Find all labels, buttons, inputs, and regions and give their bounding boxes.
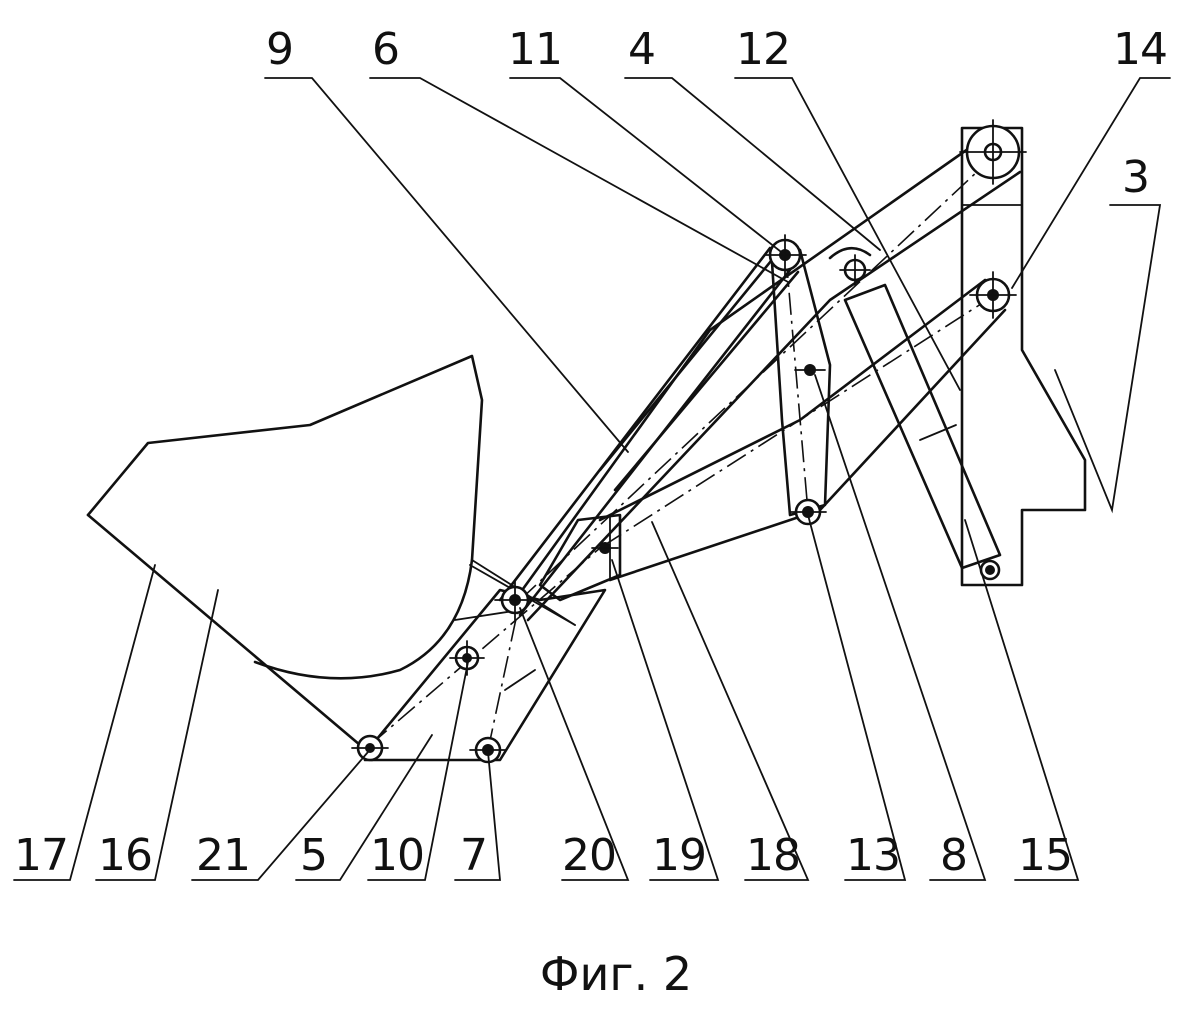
pin-20 — [494, 579, 536, 621]
label-9: 9 — [266, 24, 293, 75]
label-10: 10 — [370, 830, 424, 881]
label-20: 20 — [562, 830, 616, 881]
link-6 — [598, 248, 800, 492]
label-11: 11 — [508, 24, 562, 75]
pin-cylinder-base — [979, 559, 1001, 581]
labels-bottom: 17 16 21 5 10 7 20 19 18 13 8 15 — [14, 830, 1073, 881]
pin-19 — [591, 542, 619, 554]
pin-13 — [789, 498, 827, 526]
label-6: 6 — [372, 24, 399, 75]
rod-9 — [498, 246, 792, 617]
figure-caption: Фиг. 2 — [540, 947, 692, 1001]
leader-lines-top — [264, 77, 1171, 514]
bucket-link-5 — [363, 547, 607, 762]
pin-top-frame — [959, 119, 1027, 185]
label-16: 16 — [98, 830, 152, 881]
labels-top: 9 6 11 4 12 14 3 — [266, 24, 1168, 203]
label-7: 7 — [460, 830, 487, 881]
frame-3 — [960, 126, 1087, 587]
pin-14 — [969, 271, 1017, 319]
label-14: 14 — [1113, 24, 1167, 75]
boom-4 — [513, 128, 1022, 622]
label-15: 15 — [1018, 830, 1072, 881]
pin-8 — [794, 364, 826, 376]
label-3: 3 — [1122, 152, 1149, 203]
pivot-pins — [351, 119, 1027, 764]
pin-7 — [469, 736, 507, 764]
label-19: 19 — [652, 830, 706, 881]
label-8: 8 — [940, 830, 967, 881]
label-5: 5 — [300, 830, 327, 881]
lever-13 — [770, 248, 832, 517]
label-12: 12 — [736, 24, 790, 75]
label-21: 21 — [196, 830, 250, 881]
leader-lines-bottom — [13, 374, 1080, 881]
bracket-19 — [538, 513, 622, 602]
bucket-16 — [86, 354, 576, 762]
label-4: 4 — [628, 24, 655, 75]
label-18: 18 — [746, 830, 800, 881]
cylinder-15 — [843, 283, 1002, 570]
label-13: 13 — [846, 830, 900, 881]
pin-12 — [839, 254, 871, 286]
label-17: 17 — [14, 830, 68, 881]
pin-21 — [351, 734, 389, 762]
